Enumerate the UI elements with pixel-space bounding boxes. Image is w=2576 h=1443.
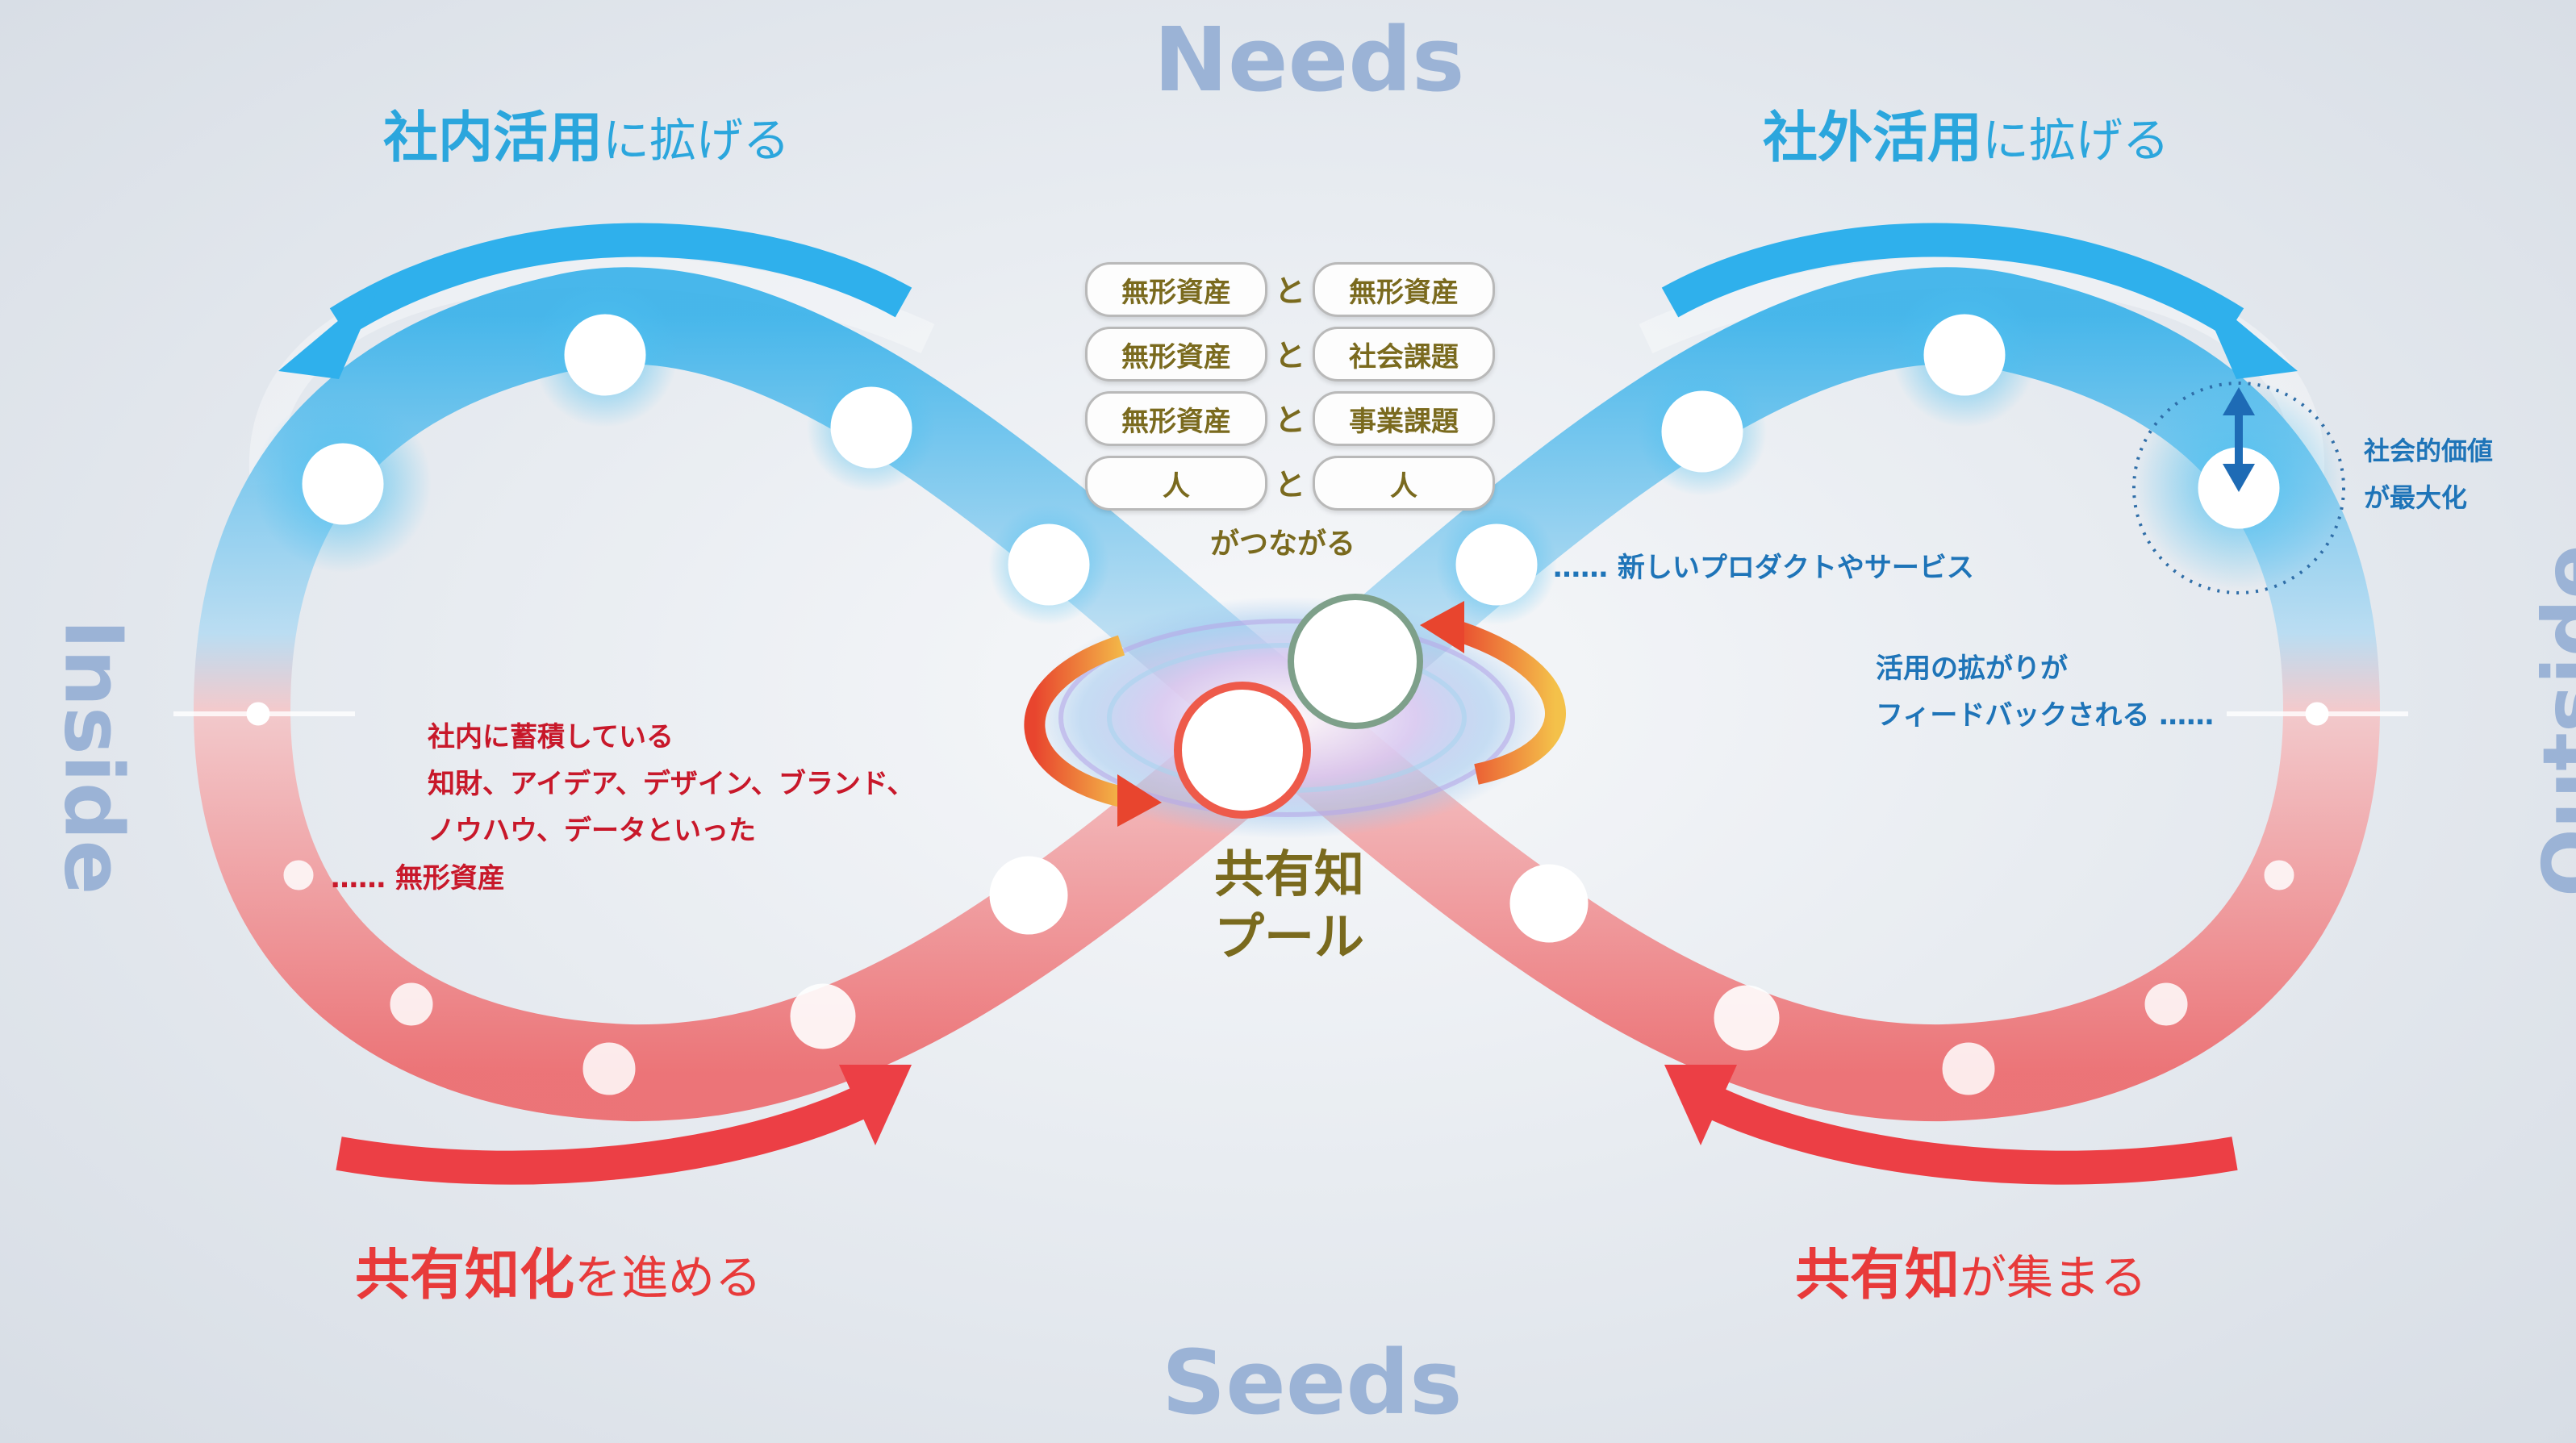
header-internal-use: 社内活用に拡げる: [383, 106, 791, 170]
axis-inside: Inside: [46, 619, 141, 895]
annotation-intangible-assets: 社内に蓄積している 知財、アイデア、デザイン、ブランド、 ノウハウ、データといっ…: [428, 721, 915, 847]
pill-right-1: 無形資産: [1313, 262, 1495, 317]
pill-left-1: 無形資産: [1085, 262, 1267, 317]
pill-right-4: 人: [1313, 456, 1495, 511]
conj-2: と: [1275, 338, 1306, 373]
pill-right-2: 社会課題: [1313, 327, 1495, 382]
annotation-feedback: 活用の拡がりがフィードバックされる ……: [1876, 653, 2215, 732]
header-gathering: 共有知が集まる: [1795, 1244, 2148, 1307]
axis-outside: Outside: [2525, 544, 2576, 898]
header-sharing: 共有知化を進める: [355, 1244, 762, 1307]
shared-knowledge-pool-label: 共有知プール: [1213, 845, 1364, 966]
pairs-caption: がつながる: [1210, 528, 1356, 561]
axis-seeds: Seeds: [1162, 1331, 1463, 1434]
pill-left-3: 無形資産: [1085, 391, 1267, 446]
conj-3: と: [1275, 402, 1306, 438]
conj-1: と: [1275, 273, 1306, 309]
header-external-use: 社外活用に拡げる: [1763, 106, 2170, 170]
annotation-intangible-assets-tail: …… 無形資産: [331, 862, 505, 895]
conj-4: と: [1275, 467, 1306, 503]
annotation-new-product: …… 新しいプロダクトやサービス: [1553, 552, 1974, 584]
pill-right-3: 事業課題: [1313, 391, 1495, 446]
pill-left-2: 無形資産: [1085, 327, 1267, 382]
annotation-social-value: 社会的価値が最大化: [2364, 436, 2494, 513]
axis-needs: Needs: [1154, 8, 1465, 111]
pill-left-4: 人: [1085, 456, 1267, 511]
